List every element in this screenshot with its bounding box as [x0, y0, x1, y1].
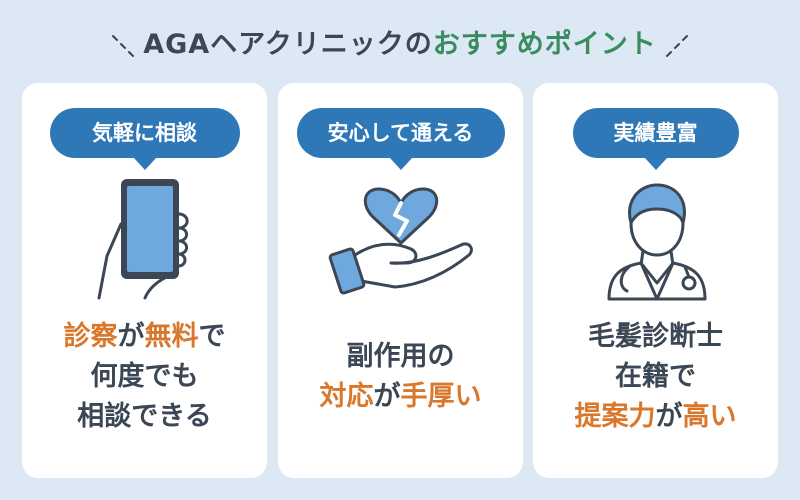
description-line: 副作用の: [278, 337, 523, 377]
card-experience: 実績豊富 毛髪診断士在籍で提案力が高い: [533, 83, 778, 478]
highlight-text: 診察: [63, 321, 118, 352]
highlight-text: 無料: [144, 321, 199, 352]
title-accent: おすすめポイント: [432, 29, 657, 60]
badge: 実績豊富: [572, 108, 739, 158]
badge: 気軽に相談: [49, 108, 240, 158]
highlight-text: 高い: [682, 401, 737, 432]
description-text: が: [373, 381, 401, 412]
description-text: が: [117, 321, 145, 352]
description-line: 何度でも: [22, 357, 267, 397]
card-description: 副作用の対応が手厚い: [278, 337, 523, 417]
description-line: 提案力が高い: [533, 397, 778, 437]
description-text: 何度でも: [90, 361, 199, 392]
highlight-text: 対応: [319, 381, 374, 412]
smartphone-in-hand-icon: [97, 179, 189, 300]
description-line: 診察が無料で: [22, 317, 267, 357]
card-reassurance: 安心して通える 副作用の対応が手厚い: [278, 83, 523, 478]
doctor-with-stethoscope-icon: [607, 183, 706, 301]
highlight-text: 提案力: [574, 401, 656, 432]
description-text: 毛髪診断士: [588, 321, 723, 352]
description-text: 相談できる: [77, 401, 212, 432]
card-description: 毛髪診断士在籍で提案力が高い: [533, 317, 778, 437]
card-consult: 気軽に相談 診察が無料で何度でも相談できる: [22, 83, 267, 478]
page-title: AGAヘアクリニックのおすすめポイント: [0, 22, 800, 61]
description-line: 対応が手厚い: [278, 377, 523, 417]
description-text: で: [669, 361, 696, 392]
title-main: AGAヘアクリニックの: [143, 29, 433, 60]
highlight-text: 手厚い: [400, 381, 482, 412]
description-text: で: [198, 321, 226, 352]
description-line: 相談できる: [22, 397, 267, 437]
description-line: 毛髪診断士: [533, 317, 778, 357]
sparkle-right-icon: [665, 34, 688, 57]
description-text: が: [655, 401, 683, 432]
badge: 安心して通える: [296, 108, 505, 158]
description-text: 副作用の: [346, 341, 455, 372]
sparkle-left-icon: [112, 34, 135, 57]
card-description: 診察が無料で何度でも相談できる: [22, 317, 267, 437]
hand-holding-broken-heart-icon: [328, 187, 473, 295]
description-line: 在籍で: [533, 357, 778, 397]
description-text: 在籍: [615, 361, 669, 392]
